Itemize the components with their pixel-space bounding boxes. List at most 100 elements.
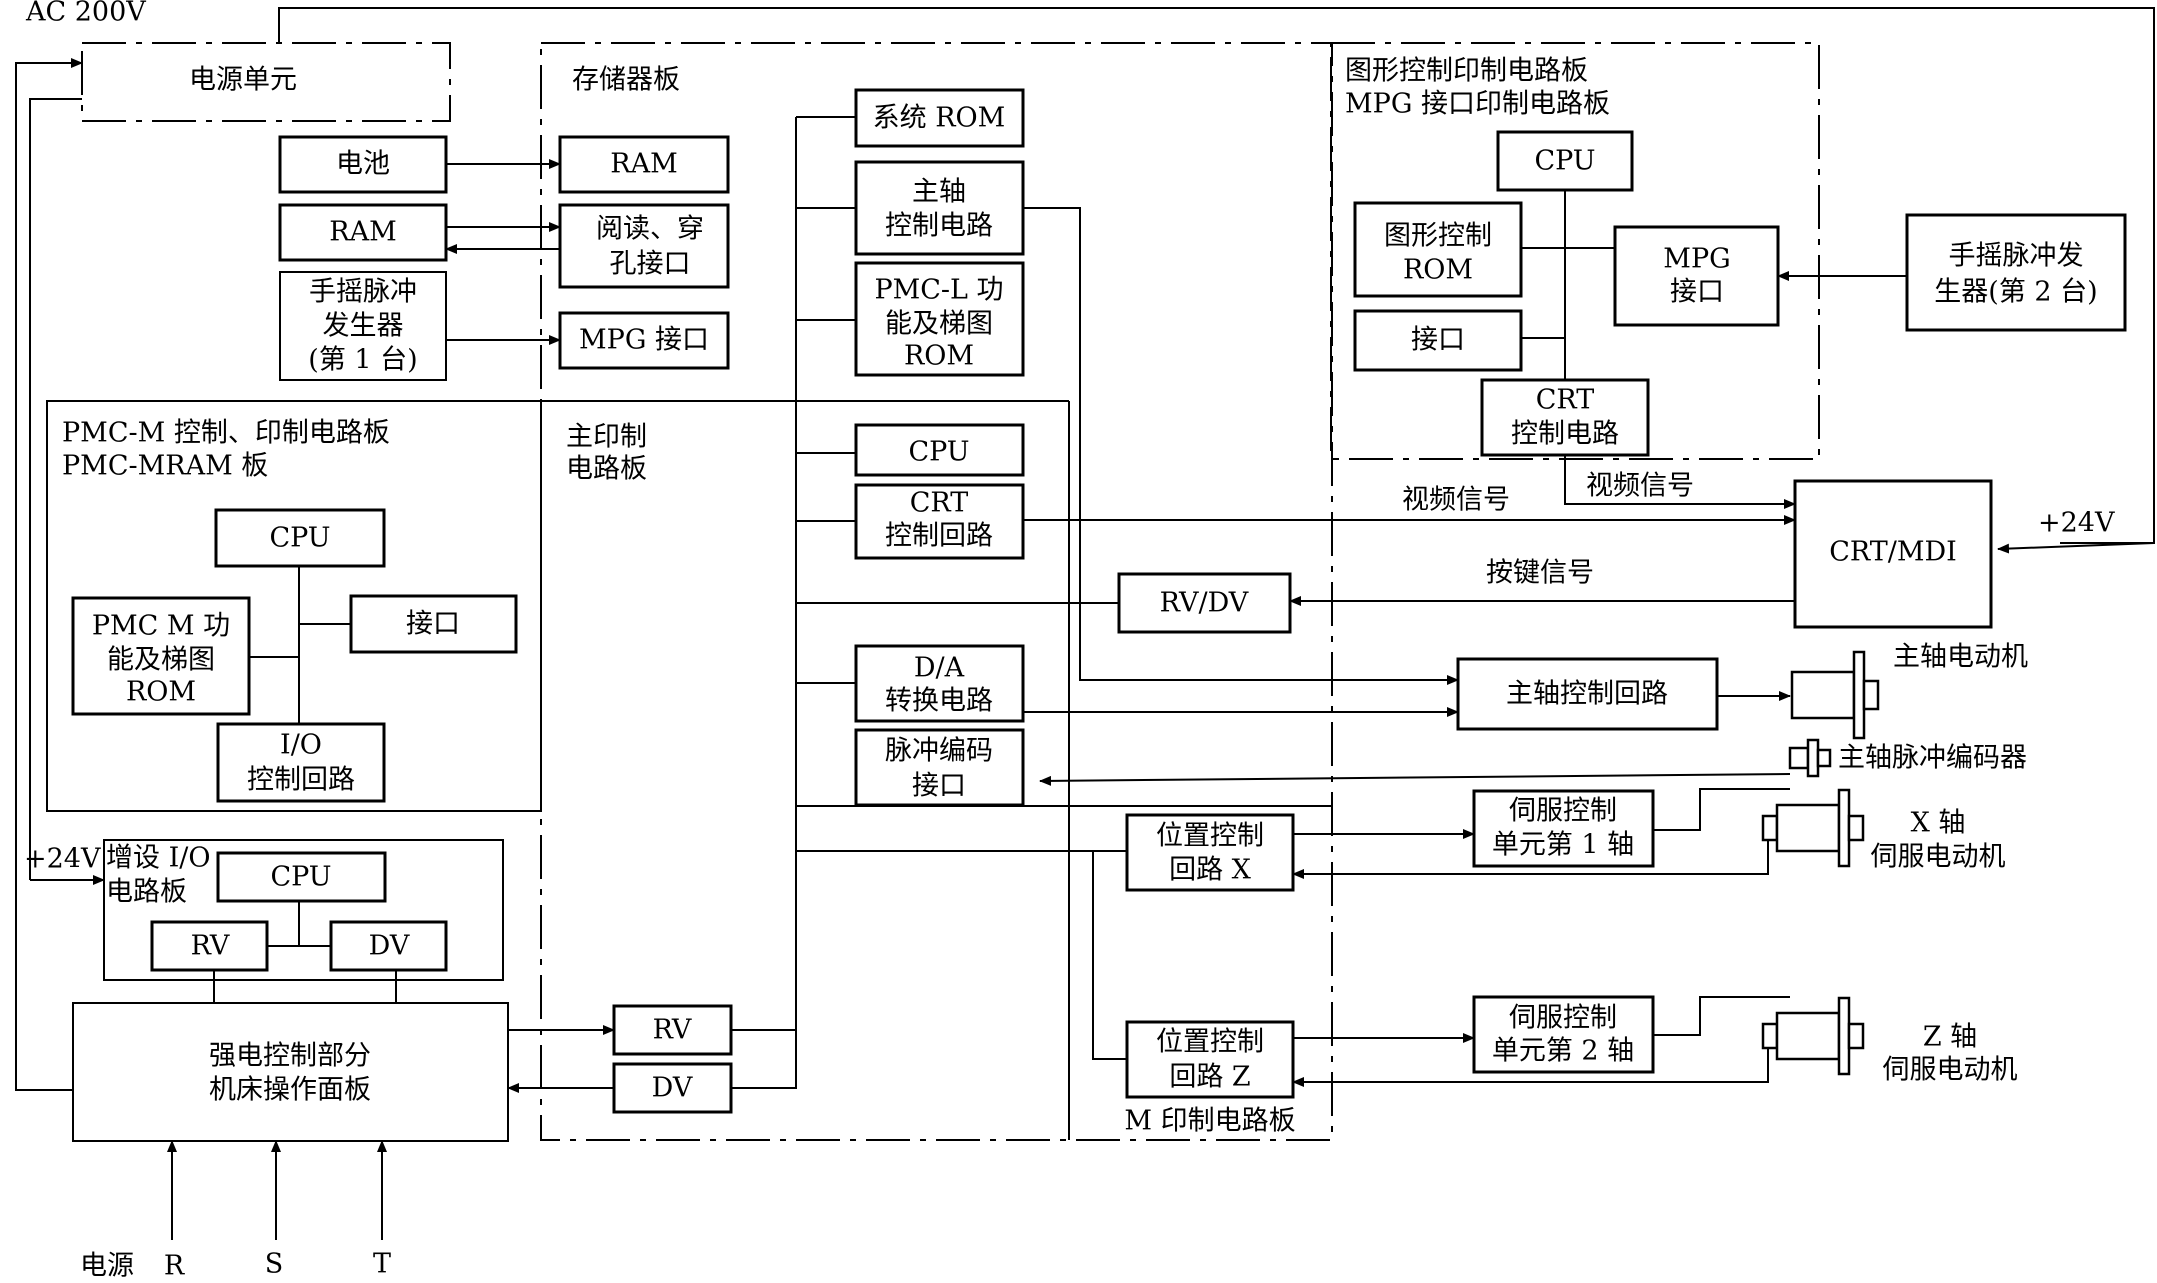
- read-punch-label-line2: 孔接口: [610, 249, 691, 280]
- rv-label: RV: [653, 1015, 692, 1046]
- video-signal-1-label: 视频信号: [1402, 485, 1510, 516]
- pmc-m-rom-box: [71, 596, 251, 716]
- extra-io-cpu-box: [216, 851, 387, 903]
- z-motor-label-line2: 伺服电动机: [1883, 1055, 2018, 1086]
- pos-x-label-line2: 回路 X: [1169, 855, 1252, 886]
- z-motor-glyph: [1761, 996, 1865, 1076]
- pmc-cpu-box: [214, 508, 386, 568]
- pmc-iface-label: 接口: [406, 609, 460, 640]
- power-input-label: 电源: [80, 1251, 134, 1282]
- heavy-panel-box: [72, 1002, 509, 1142]
- pmc-m-rom-label-line2: 能及梯图: [107, 645, 215, 676]
- crt-loop-box: [854, 483, 1025, 560]
- crt-circuit-label-line2: 控制电路: [1511, 419, 1619, 450]
- extra-io-dv-box: [329, 920, 448, 972]
- spindle-encoder-glyph: [1788, 738, 1832, 778]
- x-motor-glyph: [1761, 788, 1865, 868]
- pmc-board-title-line1: PMC-M 控制、印制电路板: [62, 418, 390, 449]
- pmc-cpu-label: CPU: [269, 523, 330, 554]
- rv-dv-label: RV/DV: [1160, 588, 1249, 619]
- phase-r-label: R: [164, 1251, 185, 1282]
- pmc-io-label-line1: I/O: [280, 730, 322, 761]
- extra-io-cpu-label: CPU: [270, 862, 331, 893]
- pos-z-label-line1: 位置控制: [1156, 1027, 1264, 1058]
- pos-z-box: [1125, 1020, 1295, 1099]
- ac-200v-label: AC 200V: [25, 0, 146, 28]
- pmc-l-label-line2: 能及梯图: [885, 309, 993, 340]
- main-cpu-box: [854, 423, 1025, 477]
- graphic-iface-box: [1353, 309, 1523, 372]
- spindle-motor-label: 主轴电动机: [1893, 642, 2028, 673]
- phase-s-label: S: [265, 1249, 284, 1280]
- servo1-label-line2: 单元第 1 轴: [1492, 830, 1634, 861]
- memory-ram-label: RAM: [610, 149, 677, 180]
- heavy-panel-label-line2: 机床操作面板: [209, 1075, 371, 1106]
- battery-label: 电池: [336, 149, 390, 180]
- crt-loop-label-line2: 控制回路: [885, 521, 993, 552]
- spindle-ctrl-loop-label: 主轴控制回路: [1506, 679, 1668, 710]
- pmc-io-box: [216, 722, 386, 803]
- extra-io-rv-box: [150, 920, 269, 972]
- pos-x-box: [1125, 813, 1295, 892]
- graphic-cpu-box: [1496, 130, 1634, 192]
- encoder-to-if-arrow: [1039, 773, 1791, 786]
- crt-loop-label-line1: CRT: [910, 488, 969, 519]
- spindle-ctrl-loop-box: [1456, 657, 1719, 731]
- pmc-m-rom-label-line1: PMC M 功: [92, 611, 230, 642]
- main-board-title-line1: 主印制: [566, 422, 647, 453]
- memory-ram-box: [558, 135, 730, 194]
- power-unit-label: 电源单元: [189, 65, 297, 96]
- servo2-label-line1: 伺服控制: [1509, 1003, 1617, 1034]
- graphic-board-frame: [1330, 42, 1820, 460]
- extra-io-rv-label: RV: [191, 931, 230, 962]
- m-board-title: M 印制电路板: [1124, 1106, 1295, 1137]
- spindle-circuit-label-line2: 控制电路: [885, 211, 993, 242]
- extra-io-dv-label: DV: [369, 931, 410, 962]
- plus24-right-label: +24V: [2038, 508, 2115, 539]
- servo2-box: [1472, 995, 1655, 1074]
- main-board-title-line2: 电路板: [566, 454, 647, 485]
- main-cpu-label: CPU: [908, 437, 969, 468]
- ram-left-label: RAM: [329, 217, 396, 248]
- extra-io-title-line1: 增设 I/O: [106, 843, 210, 874]
- extra-io-board-frame: [103, 839, 504, 981]
- mpg2-label-line2: 生器(第 2 台): [1934, 277, 2097, 308]
- spindle-encoder-label: 主轴脉冲编码器: [1838, 743, 2027, 774]
- spindle-circuit-label-line1: 主轴: [912, 177, 966, 208]
- battery-box: [278, 135, 448, 194]
- plus24-io-line: [29, 98, 82, 880]
- pmc-l-rom-box: [854, 261, 1025, 377]
- mpg1-label-line3: (第 1 台): [308, 345, 417, 376]
- rv-dv-box: [1117, 572, 1292, 634]
- graphic-mpg-if-label-line2: 接口: [1670, 277, 1724, 308]
- graphic-cpu-label: CPU: [1534, 146, 1595, 177]
- pos-x-label-line1: 位置控制: [1156, 821, 1264, 852]
- key-signal-label: 按键信号: [1486, 558, 1594, 589]
- da-label-line2: 转换电路: [885, 686, 993, 717]
- servo2-label-line2: 单元第 2 轴: [1492, 1036, 1634, 1067]
- crt-circuit-box: [1480, 378, 1650, 457]
- graphic-iface-label: 接口: [1411, 325, 1465, 356]
- system-rom-label: 系统 ROM: [873, 103, 1006, 134]
- pos-z-label-line2: 回路 Z: [1169, 1062, 1250, 1093]
- dv-box: [612, 1062, 733, 1114]
- pmc-io-label-line2: 控制回路: [247, 765, 355, 796]
- memory-mpg-if-box: [558, 311, 730, 370]
- da-box: [854, 644, 1025, 723]
- mpg1-box: [279, 271, 447, 381]
- graphic-rom-label-line2: ROM: [1403, 255, 1473, 286]
- power-unit-box: [81, 42, 451, 122]
- spindle-circuit-box: [854, 160, 1025, 256]
- mpg2-box: [1905, 213, 2127, 332]
- heavy-panel-label-line1: 强电控制部分: [209, 1041, 371, 1072]
- pmc-iface-box: [349, 594, 518, 654]
- phase-t-label: T: [373, 1249, 391, 1280]
- memory-board-title: 存储器板: [572, 65, 680, 96]
- graphic-board-title-line1: 图形控制印制电路板: [1345, 56, 1588, 87]
- mpg1-label-line1: 手摇脉冲: [309, 277, 417, 308]
- ram-left-box: [278, 203, 448, 262]
- z-motor-label-line1: Z 轴: [1923, 1022, 1977, 1053]
- crt-mdi-box: [1793, 479, 1993, 629]
- extra-io-title-line2: 电路板: [106, 877, 187, 908]
